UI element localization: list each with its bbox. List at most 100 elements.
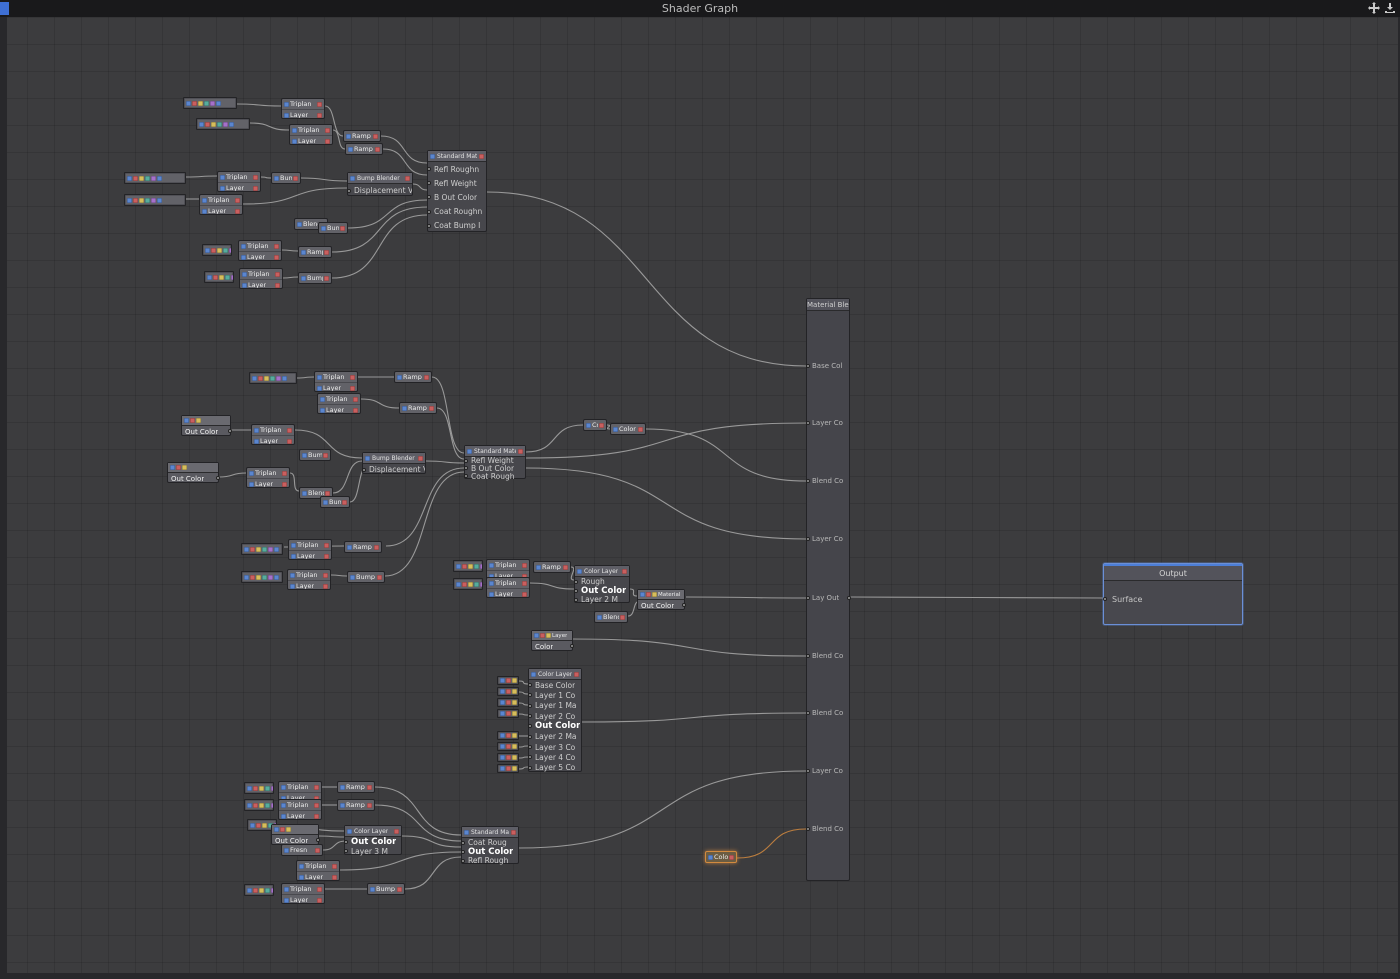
port-dot[interactable] <box>528 724 532 729</box>
wire-connection[interactable] <box>322 840 347 851</box>
wire-connection[interactable] <box>260 176 272 179</box>
port-dot[interactable] <box>347 188 351 193</box>
port-dot[interactable] <box>464 466 468 471</box>
wire-connection[interactable] <box>518 680 529 685</box>
wire-connection[interactable] <box>332 129 346 150</box>
wire-connection[interactable] <box>529 582 575 590</box>
wire-connection[interactable] <box>645 428 807 482</box>
node-bump[interactable]: Bump <box>298 272 332 284</box>
wire-connection[interactable] <box>518 713 529 716</box>
port-dot[interactable] <box>528 755 532 760</box>
wire-connection[interactable] <box>318 835 345 838</box>
wire-connection[interactable] <box>347 199 428 229</box>
node-chip[interactable] <box>497 753 519 762</box>
import-icon[interactable] <box>1384 2 1396 14</box>
port-dot[interactable] <box>344 849 348 854</box>
node-chip[interactable] <box>241 571 283 583</box>
wire-connection[interactable] <box>385 467 465 547</box>
wire-connection[interactable] <box>518 770 807 849</box>
wire-connection[interactable] <box>412 183 428 191</box>
wire-connection[interactable] <box>404 856 462 890</box>
pan-icon[interactable] <box>1368 2 1380 14</box>
port-dot[interactable] <box>461 840 465 845</box>
wire-connection[interactable] <box>331 214 428 279</box>
port-dot[interactable] <box>806 711 810 715</box>
node-chip[interactable] <box>244 884 274 896</box>
node-chip[interactable] <box>453 560 483 572</box>
wire-connection[interactable] <box>289 472 300 492</box>
port-dot[interactable] <box>806 537 810 541</box>
node-chip[interactable] <box>204 271 234 283</box>
port-dot[interactable] <box>228 429 232 433</box>
port-dot[interactable] <box>528 714 532 719</box>
node-ramp[interactable]: Ramp <box>345 143 383 155</box>
port-dot[interactable] <box>461 858 465 863</box>
wire-connection[interactable] <box>330 574 348 577</box>
port-dot[interactable] <box>216 476 220 480</box>
wire-connection[interactable] <box>236 103 282 107</box>
port-dot[interactable] <box>427 181 431 186</box>
node-chip[interactable] <box>196 118 250 130</box>
wire-connection[interactable] <box>486 191 807 367</box>
port-dot[interactable] <box>464 474 468 479</box>
node-bump[interactable]: Bump <box>318 222 348 234</box>
port-dot[interactable] <box>528 734 532 739</box>
node-chip[interactable] <box>124 194 186 206</box>
wire-connection[interactable] <box>380 135 428 164</box>
port-dot[interactable] <box>362 467 366 472</box>
node-ramp[interactable]: Ramp <box>337 799 375 811</box>
wire-connection[interactable] <box>518 766 529 770</box>
node-out-color[interactable]: Out Color <box>181 415 232 436</box>
wire-connection[interactable] <box>425 460 465 464</box>
node-chip[interactable] <box>497 698 519 707</box>
port-dot[interactable] <box>427 209 431 214</box>
port-dot[interactable] <box>344 839 348 844</box>
port-dot[interactable] <box>461 849 465 854</box>
port-dot[interactable] <box>528 693 532 698</box>
port-dot[interactable] <box>528 703 532 708</box>
node-chip[interactable] <box>202 244 232 256</box>
node-chip[interactable] <box>497 764 519 773</box>
port-dot[interactable] <box>806 596 810 600</box>
wire-connection[interactable] <box>525 467 807 540</box>
wire-connection[interactable] <box>436 407 465 460</box>
port-dot[interactable] <box>1103 597 1107 601</box>
port-dot[interactable] <box>316 838 320 842</box>
port-dot[interactable] <box>682 603 686 607</box>
port-dot[interactable] <box>806 479 810 483</box>
node-ramp[interactable]: Ramp <box>343 130 381 142</box>
wire-connection[interactable] <box>518 702 529 706</box>
wire-connection[interactable] <box>570 566 575 581</box>
wire-connection[interactable] <box>185 175 218 178</box>
wire-connection[interactable] <box>374 786 462 836</box>
node-chip[interactable] <box>241 543 283 555</box>
node-color[interactable]: Color <box>705 851 737 863</box>
wire-connection[interactable] <box>332 460 363 494</box>
node-chip[interactable] <box>247 819 277 831</box>
wire-connection[interactable] <box>374 804 462 842</box>
wire-connection[interactable] <box>685 596 807 599</box>
node-chip[interactable] <box>453 578 483 590</box>
port-dot[interactable] <box>427 223 431 228</box>
node-bump[interactable]: Bump <box>347 571 385 583</box>
node-bump[interactable]: Bump <box>320 496 350 508</box>
wire-connection[interactable] <box>360 398 400 409</box>
port-dot[interactable] <box>427 195 431 200</box>
wire-connection[interactable] <box>525 424 584 453</box>
